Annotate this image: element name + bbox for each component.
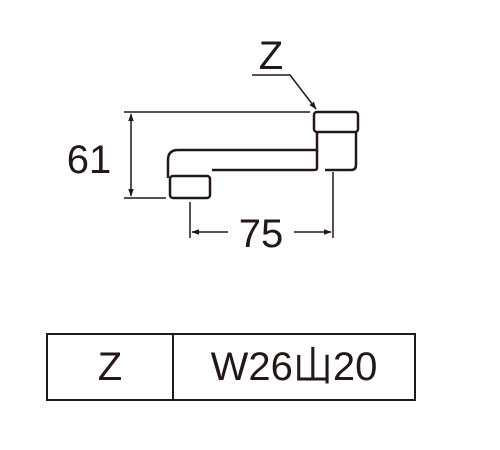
union-nut [312, 110, 360, 134]
spec-table: Z W26山20 [46, 333, 416, 401]
spec-value-cell: W26山20 [172, 333, 416, 401]
table-row: Z W26山20 [46, 333, 416, 401]
callout-label: Z [259, 34, 283, 78]
spout-outline [166, 110, 360, 200]
dimension-lines [124, 74, 334, 238]
callout-leader [252, 74, 317, 110]
height-dimension-label: 61 [67, 138, 112, 182]
spout-riser [315, 132, 358, 172]
spout-pipe [166, 148, 319, 178]
length-dimension-label: 75 [239, 212, 284, 256]
spec-key-cell: Z [46, 333, 174, 401]
spout-outlet [168, 174, 212, 200]
